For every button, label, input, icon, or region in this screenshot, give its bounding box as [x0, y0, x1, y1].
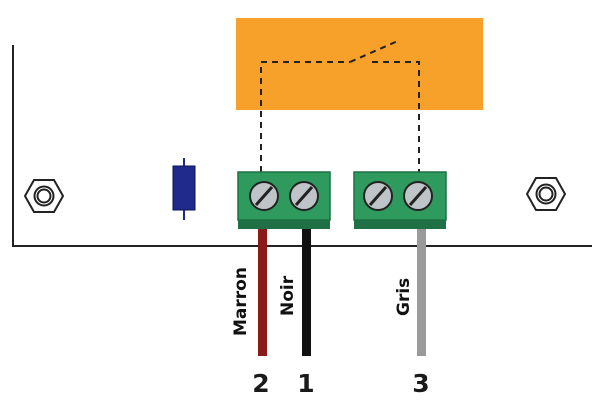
relay-contact-icon — [260, 39, 420, 172]
wire-number-gris: 3 — [412, 369, 429, 398]
terminal-block-left — [237, 171, 331, 229]
wire-marron — [258, 229, 267, 356]
screw-icon — [289, 181, 319, 211]
terminal-block-right — [353, 171, 447, 229]
wire-noir — [302, 229, 311, 356]
wire-label-gris: Gris — [394, 278, 414, 316]
wire-number-marron: 2 — [252, 369, 269, 398]
screw-icon — [403, 181, 433, 211]
relay-box — [236, 18, 483, 110]
screw-icon — [249, 181, 279, 211]
screw-icon — [363, 181, 393, 211]
wire-gris — [417, 229, 426, 356]
wire-label-marron: Marron — [231, 267, 251, 336]
hex-nut-icon-right — [525, 177, 567, 211]
capacitor-icon — [172, 158, 196, 220]
board-outline — [12, 45, 592, 247]
wire-label-noir: Noir — [278, 275, 298, 316]
hex-nut-icon-left — [23, 179, 65, 213]
wire-number-noir: 1 — [297, 369, 314, 398]
